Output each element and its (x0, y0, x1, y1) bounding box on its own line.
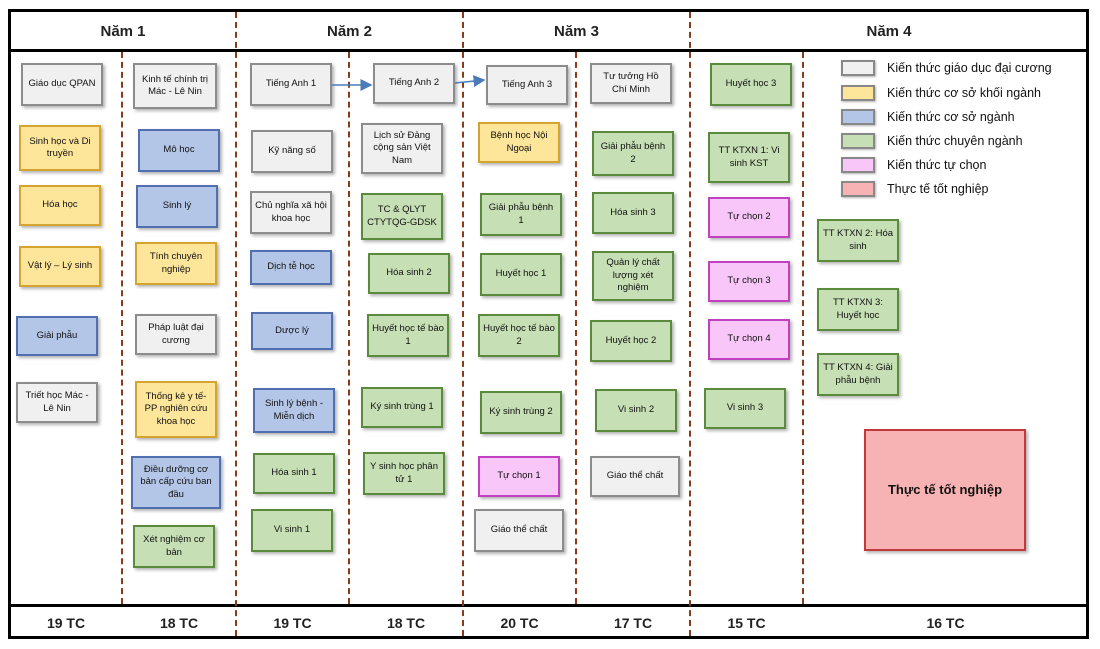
course-box: Sinh học và Di truyền (19, 125, 101, 171)
year-header-3: Năm 3 (553, 23, 600, 40)
course-box: TT KTXN 3: Huyết học (817, 288, 899, 331)
year-header-4: Năm 4 (866, 23, 912, 40)
course-box: Triết học Mác - Lê Nin (16, 382, 98, 423)
course-box: Bệnh học Nội Ngoại (478, 122, 560, 163)
semester-divider (348, 52, 350, 604)
legend-label-specialized: Kiến thức chuyên ngành (887, 134, 1023, 148)
credits-semester-8: 16 TC (926, 615, 965, 631)
course-box: Tính chuyên nghiệp (135, 242, 217, 285)
header-divider (8, 49, 1089, 52)
course-box: Hóa sinh 1 (253, 453, 335, 494)
course-box: Huyết học tế bào 2 (478, 314, 560, 357)
credits-semester-7: 15 TC (727, 615, 766, 631)
legend-label-graduation: Thực tế tốt nghiệp (887, 182, 989, 196)
credits-semester-6: 17 TC (613, 615, 653, 631)
course-box: Tư tưởng Hồ Chí Minh (590, 63, 672, 104)
course-box: Sinh lý bệnh - Miễn dịch (253, 388, 335, 433)
course-box: Huyết học 2 (590, 320, 672, 362)
legend-label-elective: Kiến thức tự chọn (887, 158, 987, 172)
semester-divider (121, 52, 123, 604)
credits-semester-2: 18 TC (159, 615, 199, 631)
course-box: Vi sinh 2 (595, 389, 677, 432)
course-box: Hóa sinh 3 (592, 192, 674, 234)
legend-label-basic: Kiến thức cơ sở ngành (887, 110, 1015, 124)
legend-swatch-general (841, 60, 875, 76)
footer-divider (8, 604, 1089, 607)
course-box: Vật lý – Lý sinh (19, 246, 101, 287)
legend-swatch-graduation (841, 181, 875, 197)
legend-label-general: Kiến thức giáo dục đại cương (887, 61, 1052, 75)
semester-divider (575, 52, 577, 604)
course-box: Chủ nghĩa xã hội khoa học (250, 191, 332, 234)
course-box: TT KTXN 1: Vi sinh KST (708, 132, 790, 183)
prerequisite-arrow (454, 75, 486, 88)
credits-semester-5: 20 TC (500, 615, 539, 631)
course-box: Tự chọn 4 (708, 319, 790, 360)
course-box: Huyết học 1 (480, 253, 562, 296)
course-box: Tiếng Anh 2 (373, 63, 455, 104)
course-box: Kỹ năng số (251, 130, 333, 173)
course-box: Mô học (138, 129, 220, 172)
course-box: Giải phẫu bệnh 1 (480, 193, 562, 236)
course-box: Sinh lý (136, 185, 218, 228)
course-box: Huyết học tế bào 1 (367, 314, 449, 357)
course-box: Vi sinh 1 (251, 509, 333, 552)
course-box: Huyết học 3 (710, 63, 792, 106)
course-box: TC & QLYT CTYTQG-GDSK (361, 193, 443, 240)
course-box: Hóa sinh 2 (368, 253, 450, 294)
course-box: Tiếng Anh 3 (486, 65, 568, 105)
course-box: Tự chọn 1 (478, 456, 560, 497)
course-box: Xét nghiệm cơ bản (133, 525, 215, 568)
credits-semester-3: 19 TC (273, 615, 312, 631)
course-box: Giáo dục QPAN (21, 63, 103, 106)
year-divider (462, 12, 464, 636)
legend-swatch-basic (841, 109, 875, 125)
course-box: Thống kê y tế- PP nghiên cứu khoa học (135, 381, 217, 438)
course-box: Giải phẫu (16, 316, 98, 356)
course-box: Hóa học (19, 185, 101, 226)
course-box: TT KTXN 2: Hóa sinh (817, 219, 899, 262)
legend-swatch-specialized (841, 133, 875, 149)
course-box: Tiếng Anh 1 (250, 63, 332, 106)
course-box: Ký sinh trùng 2 (480, 391, 562, 434)
course-box: Điều dưỡng cơ bản cấp cứu ban đầu (131, 456, 221, 509)
credits-semester-1: 19 TC (46, 615, 86, 631)
year-divider (235, 12, 237, 636)
curriculum-frame (8, 9, 1089, 639)
year-header-1: Năm 1 (100, 23, 146, 40)
course-box: Lịch sử Đảng cộng sản Việt Nam (361, 123, 443, 174)
semester-divider (802, 52, 804, 604)
credits-semester-4: 18 TC (386, 615, 426, 631)
graduation-internship-box: Thực tế tốt nghiệp (864, 429, 1026, 551)
course-box: Pháp luật đại cương (135, 314, 217, 355)
course-box: Kinh tế chính trị Mác - Lê Nin (133, 63, 217, 109)
course-box: Y sinh học phân tử 1 (363, 452, 445, 495)
course-box: Dược lý (251, 312, 333, 350)
legend-swatch-block (841, 85, 875, 101)
course-box: Vi sinh 3 (704, 388, 786, 429)
legend-label-block: Kiến thức cơ sở khối ngành (887, 86, 1042, 100)
course-box: Giáo thể chất (474, 509, 564, 552)
course-box: Tự chọn 2 (708, 197, 790, 238)
course-box: Quản lý chất lượng xét nghiệm (592, 251, 674, 301)
year-header-2: Năm 2 (326, 23, 373, 40)
course-box: Ký sinh trùng 1 (361, 387, 443, 428)
year-divider (689, 12, 691, 636)
course-box: TT KTXN 4: Giải phẫu bệnh (817, 353, 899, 396)
course-box: Tự chọn 3 (708, 261, 790, 302)
course-box: Dịch tễ học (250, 250, 332, 285)
course-box: Giải phẫu bệnh 2 (592, 131, 674, 176)
course-box: Giáo thể chất (590, 456, 680, 497)
legend-swatch-elective (841, 157, 875, 173)
